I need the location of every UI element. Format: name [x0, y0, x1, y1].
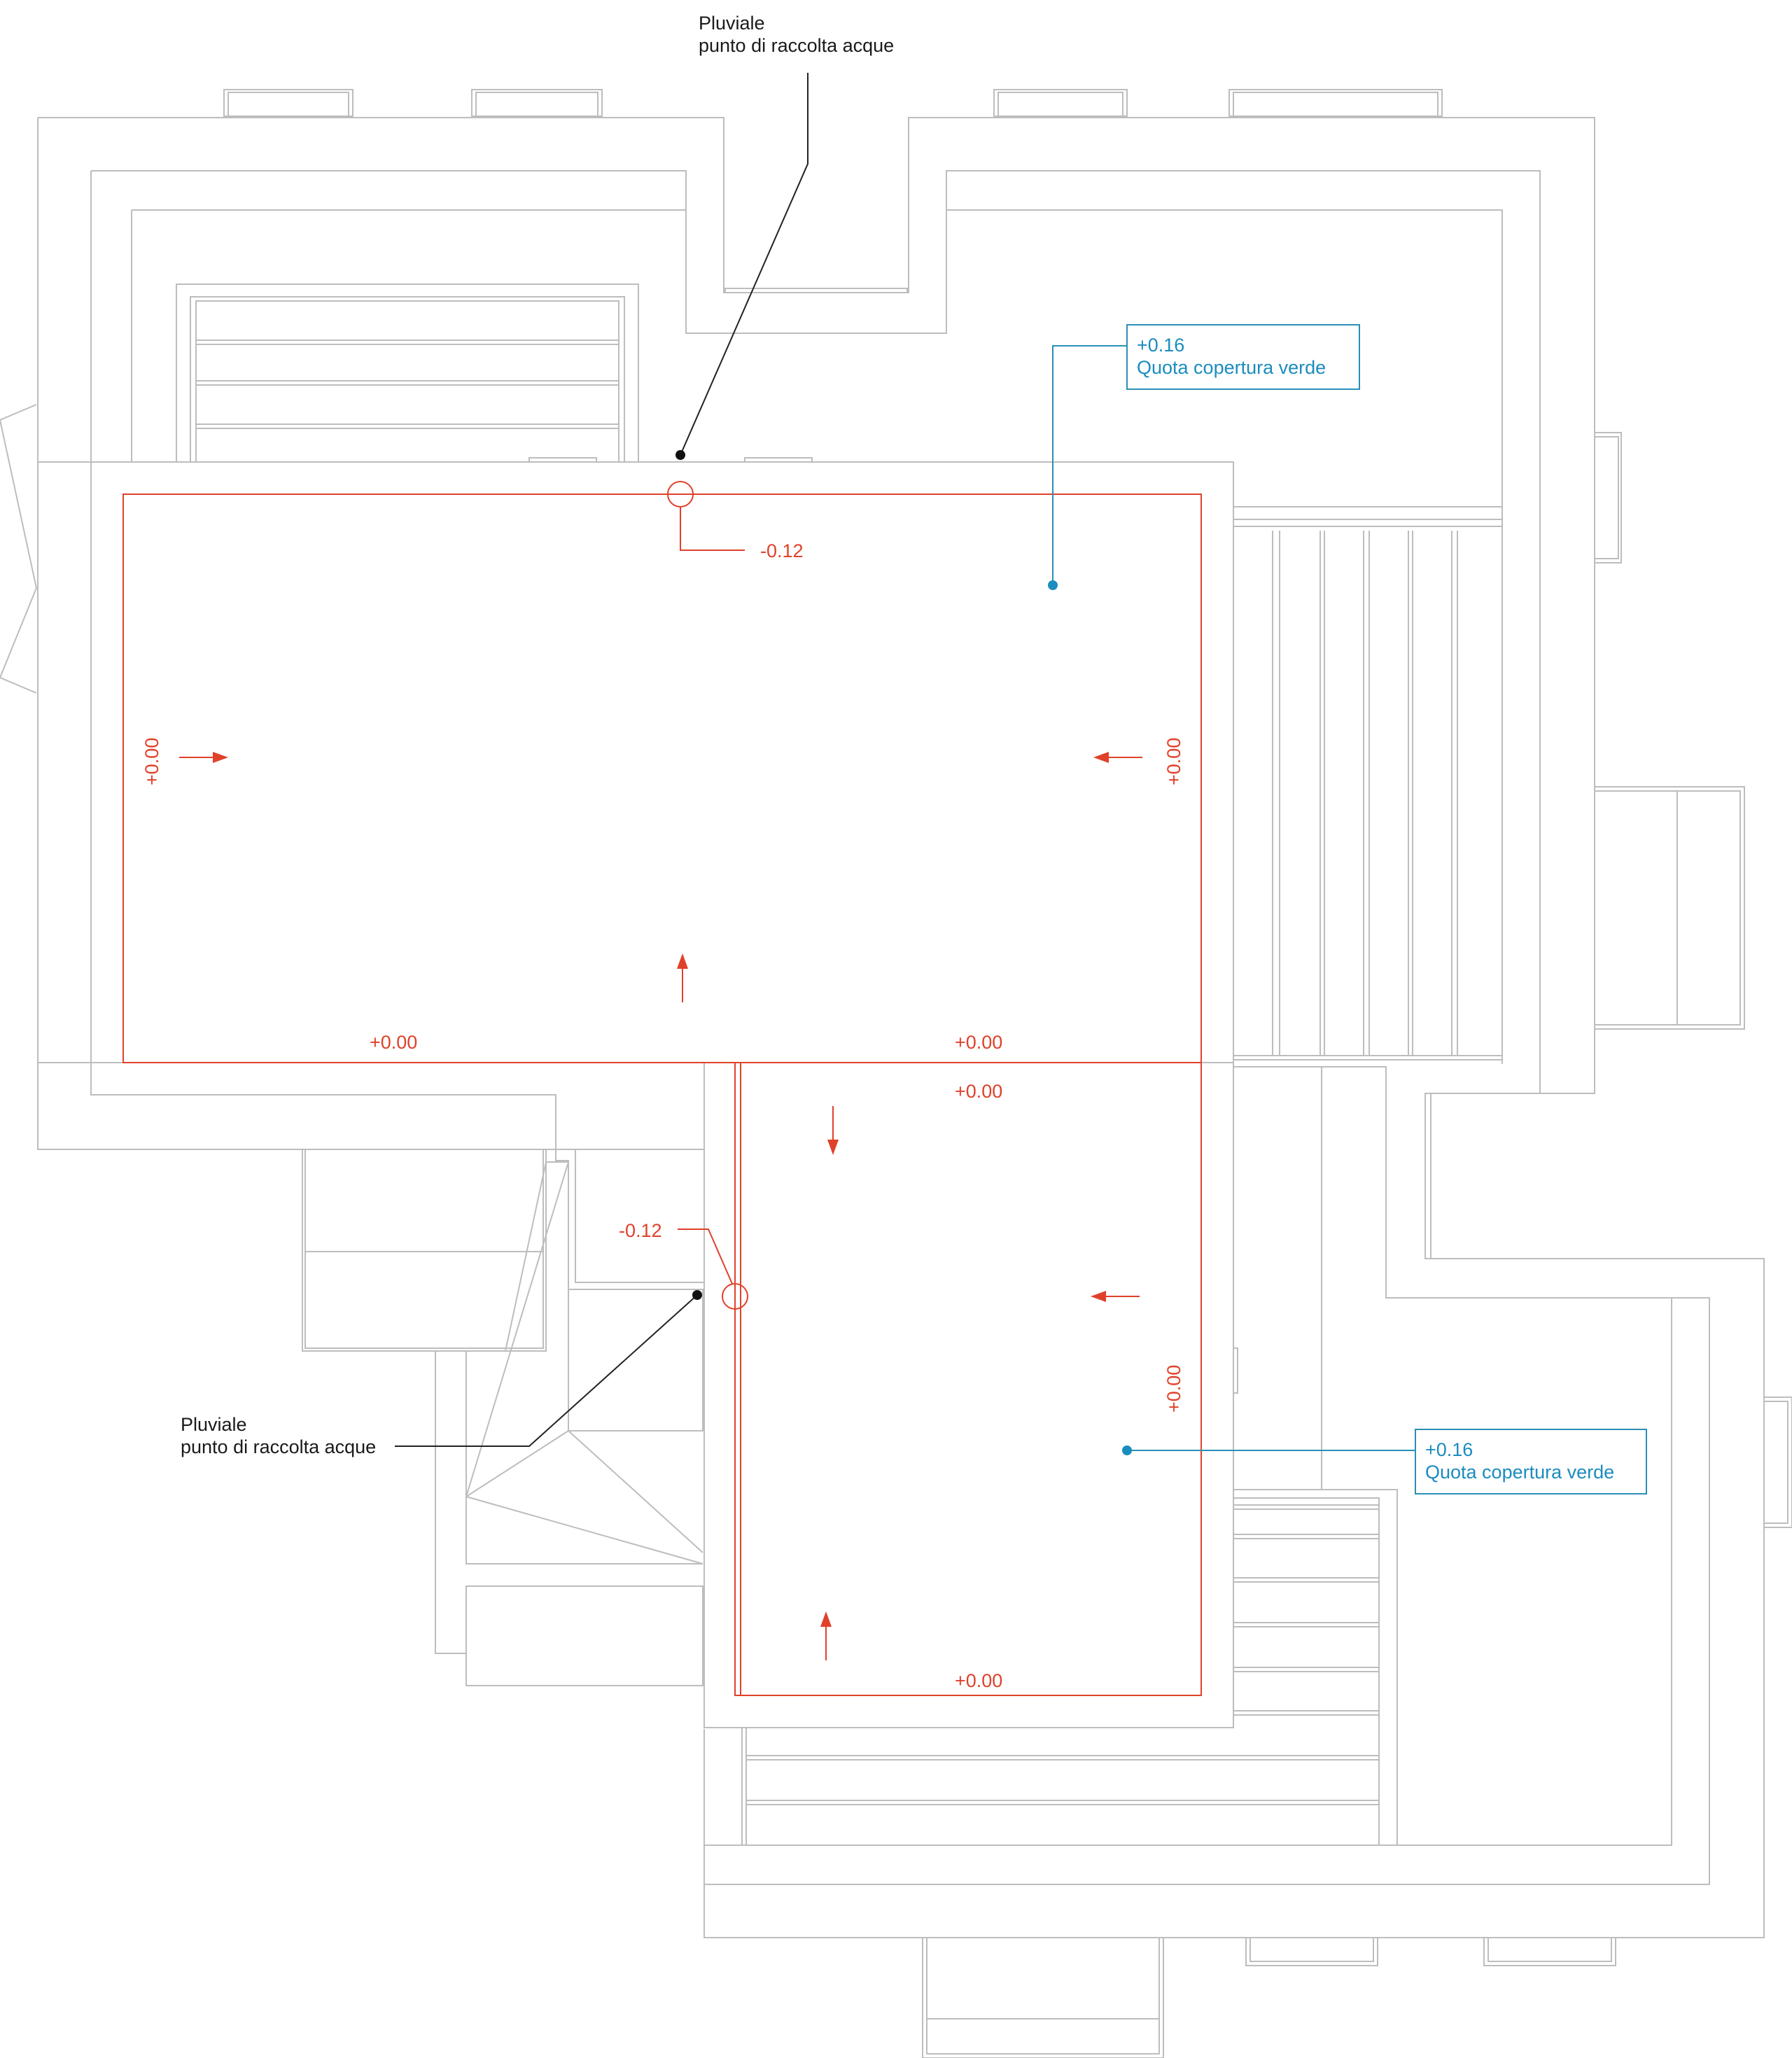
green-roof-callout-bottom: +0.16 Quota copertura verde [1122, 1429, 1647, 1494]
level-upper-bottom-right: +0.00 [955, 1032, 1002, 1053]
level-lower-bottom: +0.00 [955, 1670, 1002, 1691]
green-roof-top-level: +0.16 [1137, 335, 1184, 356]
roof-slabs [37, 461, 1234, 1728]
green-roof-bottom-dot [1122, 1446, 1132, 1455]
slope-arrow-left [179, 752, 228, 763]
downpipe-top-line1: Pluviale [699, 13, 765, 34]
drain-bottom-leader [678, 1228, 733, 1284]
level-labels: -0.12 -0.12 +0.00 +0.00 +0.00 +0.00 +0.0… [141, 540, 1184, 1691]
level-lower-top: +0.00 [955, 1081, 1002, 1102]
level-upper-left: +0.00 [141, 738, 162, 785]
drain-bottom-circle [722, 1283, 748, 1310]
lower-roof-slab [704, 1062, 1234, 1728]
slope-arrow-left-lower [1091, 1291, 1140, 1302]
level-lower-right: +0.00 [1163, 1365, 1184, 1413]
level-drain-bottom: -0.12 [619, 1220, 662, 1241]
downpipe-bottom-line2: punto di raccolta acque [181, 1436, 376, 1457]
level-upper-right: +0.00 [1163, 738, 1184, 785]
green-roof-bottom-box [1415, 1429, 1647, 1494]
downpipe-bottom-dot [692, 1290, 702, 1300]
downpipe-top-line2: punto di raccolta acque [699, 35, 894, 56]
level-drain-top: -0.12 [760, 540, 804, 561]
green-roof-bottom-text: Quota copertura verde [1425, 1462, 1614, 1483]
drainage-lines [122, 481, 1202, 1696]
green-roof-bottom-level: +0.16 [1425, 1439, 1473, 1460]
green-roof-top-box [1126, 324, 1360, 390]
downpipe-callout-top: Pluviale punto di raccolta acque [676, 13, 894, 460]
downpipe-top-dot [676, 450, 685, 460]
upper-drainage-area [122, 493, 1202, 1063]
lower-drainage-area [734, 1062, 1202, 1696]
slope-arrow-down-lower [827, 1106, 839, 1155]
slope-arrow-up-lower [820, 1611, 832, 1660]
green-roof-top-text: Quota copertura verde [1137, 357, 1326, 378]
green-roof-top-dot [1048, 580, 1058, 590]
green-roof-callout-top: +0.16 Quota copertura verde [1048, 324, 1360, 590]
level-upper-bottom-left: +0.00 [370, 1032, 417, 1053]
downpipe-bottom-line1: Pluviale [181, 1414, 247, 1435]
slope-arrow-right [1093, 752, 1142, 763]
downpipe-callout-bottom: Pluviale punto di raccolta acque [181, 1290, 702, 1457]
slope-arrow-up-upper [677, 953, 688, 1002]
drain-top-leader [680, 507, 745, 551]
building-outlines [0, 89, 1792, 2058]
